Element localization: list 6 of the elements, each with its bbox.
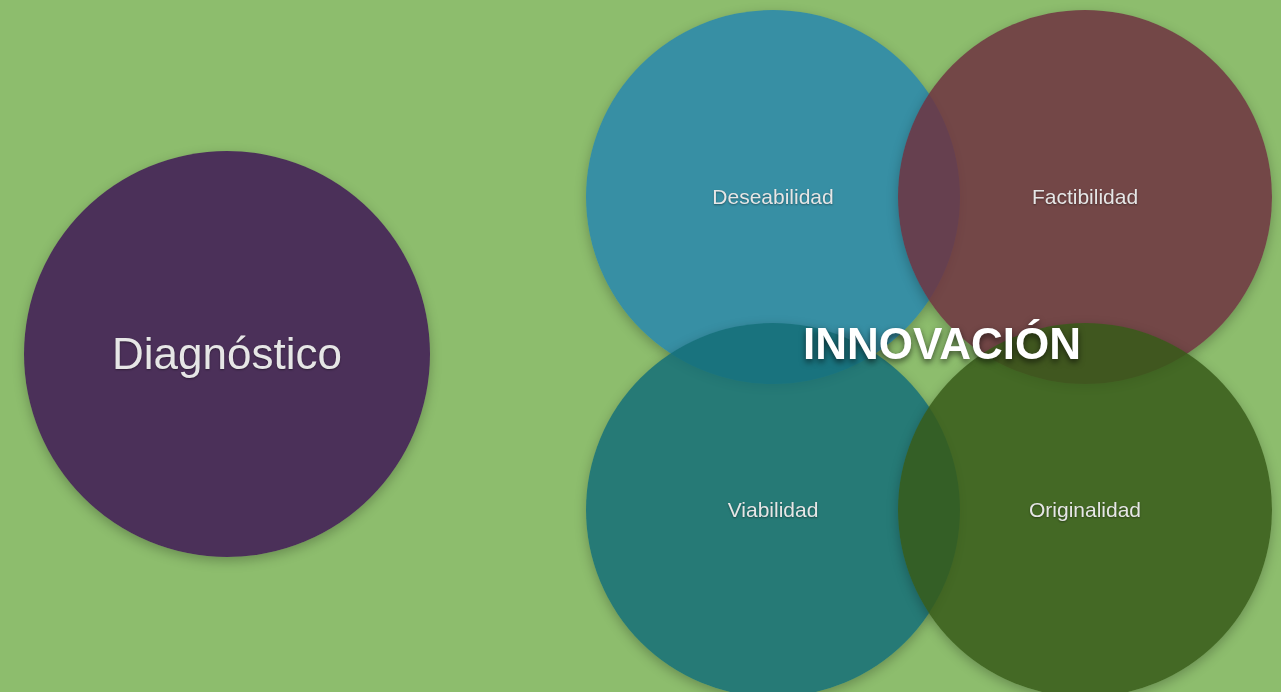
circle-label: Diagnóstico bbox=[112, 329, 342, 379]
circle-label: Deseabilidad bbox=[712, 185, 834, 209]
circle-label: Viabilidad bbox=[727, 498, 819, 522]
circle-label: Originalidad bbox=[1028, 498, 1142, 522]
circle-label: Factibilidad bbox=[1031, 185, 1139, 209]
heading-label: INNOVACIÓN bbox=[803, 319, 1081, 369]
